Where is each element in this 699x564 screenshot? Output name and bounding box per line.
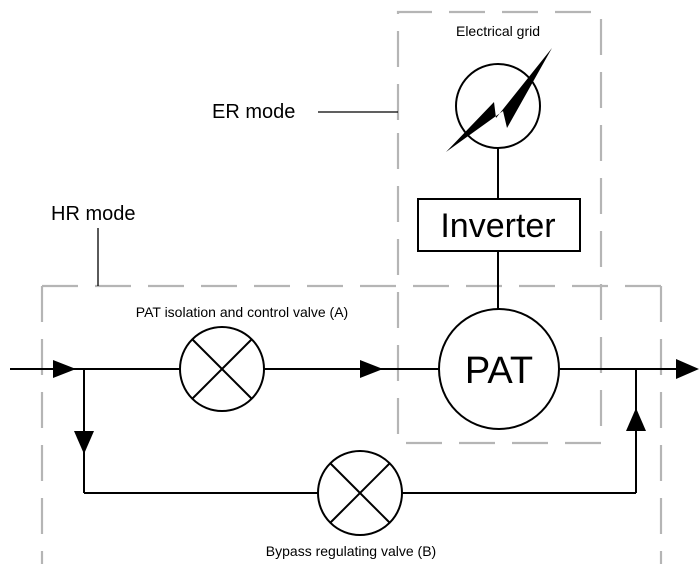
lightning-bolt-icon: [446, 48, 552, 152]
hr-mode-label: HR mode: [51, 203, 135, 225]
pat-circle: [438, 308, 560, 430]
outlet-arrow: [676, 359, 699, 379]
valve-a: [179, 326, 265, 412]
inverter-label: Inverter: [440, 207, 555, 245]
inverter-box: [417, 198, 581, 252]
valve-a-outlet-arrow: [360, 360, 383, 378]
pat-label: PAT: [465, 350, 533, 392]
valve-b-label: Bypass regulating valve (B): [266, 543, 436, 559]
electrical-grid-label: Electrical grid: [456, 23, 540, 39]
inlet-arrow: [53, 360, 76, 378]
hr-mode-boundary: [40, 284, 663, 564]
valve-a-label: PAT isolation and control valve (A): [136, 304, 348, 320]
bypass-pipe: [83, 369, 637, 494]
electrical-grid-symbol: [446, 48, 552, 152]
valve-b: [317, 450, 403, 536]
er-mode-label: ER mode: [212, 101, 295, 123]
bypass-down-arrow: [74, 431, 94, 454]
bypass-up-arrow: [626, 408, 646, 431]
